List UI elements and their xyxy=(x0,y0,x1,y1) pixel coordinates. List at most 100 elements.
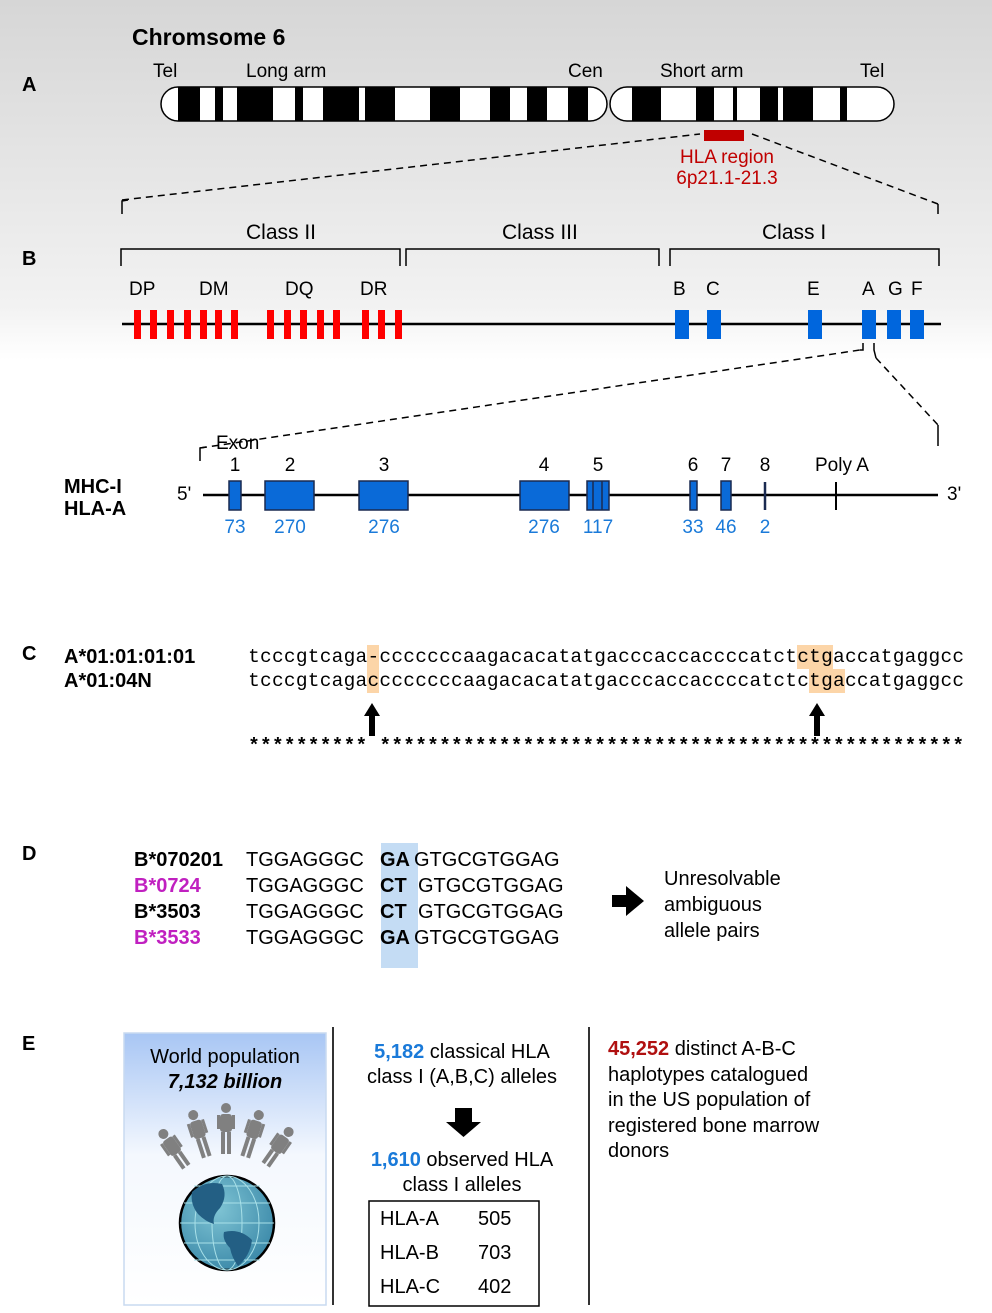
consensus-mark: * xyxy=(606,735,618,757)
nucleotide: c xyxy=(618,670,630,692)
nucleotide: c xyxy=(952,646,965,668)
consensus-mark: * xyxy=(785,735,798,757)
nucleotide: c xyxy=(940,646,953,668)
consensus-mark: * xyxy=(725,735,738,757)
consensus-mark: * xyxy=(773,735,786,757)
nucleotide: a xyxy=(749,646,762,668)
consensus-mark: * xyxy=(534,735,547,757)
exon-number: 7 xyxy=(720,455,732,476)
nucleotide: c xyxy=(260,670,272,692)
result-line: Unresolvable xyxy=(664,868,781,890)
class-i-gene-block xyxy=(707,310,721,339)
consensus-mark: * xyxy=(391,735,404,757)
nucleotide: a xyxy=(904,670,917,692)
classical-alleles: 5,182 classical HLA class I (A,B,C) alle… xyxy=(336,1040,588,1090)
chromosome-long-arm xyxy=(160,86,608,122)
nucleotide: a xyxy=(331,670,344,692)
nucleotide: a xyxy=(606,670,618,692)
nucleotide: a xyxy=(904,646,917,668)
consensus-mark: * xyxy=(928,735,941,757)
nucleotide: c xyxy=(844,646,857,668)
consensus-mark: * xyxy=(833,735,845,757)
observed-allele-count: 1,610 xyxy=(370,1149,421,1171)
nucleotide: a xyxy=(522,670,535,692)
consensus-mark: * xyxy=(892,735,905,757)
count-cell: 402 xyxy=(478,1276,512,1298)
consensus-mark: * xyxy=(331,735,344,757)
nucleotide: c xyxy=(773,646,786,668)
nucleotide: t xyxy=(307,646,320,668)
nucleotide: c xyxy=(737,670,750,692)
gene-label-e: E xyxy=(807,279,820,300)
consensus-mark: * xyxy=(594,735,607,757)
panel-label-d: D xyxy=(22,843,37,865)
haplotype-text: distinct A-B-C xyxy=(669,1038,796,1060)
consensus-mark: * xyxy=(761,735,774,757)
label-short-arm: Short arm xyxy=(660,61,744,82)
exon-number: 5 xyxy=(592,455,604,476)
hla-region-label: HLA region 6p21.1-21.3 xyxy=(674,147,780,189)
aligned-sequence: tcccgtcagaccccccccaagacacatatgacccaccacc… xyxy=(248,669,964,693)
world-population-label: World population xyxy=(150,1046,300,1068)
nucleotide: c xyxy=(844,670,857,692)
nucleotide: c xyxy=(856,646,869,668)
consensus-mark: * xyxy=(283,735,296,757)
consensus-mark: * xyxy=(510,735,523,757)
consensus-mark: * xyxy=(582,735,595,757)
nucleotide: c xyxy=(319,646,332,668)
consensus-mark: * xyxy=(439,735,451,757)
consensus-mark: * xyxy=(630,735,642,757)
gene-name: MHC-I HLA-A xyxy=(64,476,126,520)
nucleotide: c xyxy=(713,670,726,692)
consensus-mark: * xyxy=(689,735,702,757)
hla-region-marker xyxy=(704,130,744,141)
nucleotide: c xyxy=(451,670,463,692)
nucleotide: c xyxy=(403,670,416,692)
three-prime-label: 3' xyxy=(947,484,962,505)
nucleotide: c xyxy=(797,645,810,669)
exon-number: 6 xyxy=(687,455,699,476)
class-ii-gene-bar xyxy=(231,310,238,339)
nucleotide: a xyxy=(462,646,475,668)
world-population-value: 7,132 billion xyxy=(167,1071,283,1093)
nucleotide: c xyxy=(283,670,296,692)
nucleotide: c xyxy=(319,670,332,692)
consensus-mark: * xyxy=(677,735,690,757)
nucleotide: c xyxy=(403,646,416,668)
nucleotide: c xyxy=(367,669,380,693)
nucleotide: a xyxy=(570,646,583,668)
count-cell: 505 xyxy=(478,1208,512,1230)
nucleotide: g xyxy=(295,646,308,668)
class-i-gene-block xyxy=(862,310,876,339)
polymorphism-highlight xyxy=(381,843,418,968)
bracket-class-i xyxy=(669,248,940,266)
nucleotide: a xyxy=(331,646,344,668)
consensus-mark: * xyxy=(713,735,726,757)
classical-allele-text: class I (A,B,C) alleles xyxy=(366,1066,558,1088)
allele-names-c: A*01:01:01:01 A*01:04N xyxy=(64,645,195,693)
allele-name: A*01:04N xyxy=(64,670,152,692)
nucleotide: t xyxy=(558,670,571,692)
consensus-mark: * xyxy=(403,735,416,757)
allele-name: B*3503 xyxy=(134,901,201,923)
nucleotide: t xyxy=(248,646,260,668)
nucleotide: c xyxy=(952,670,965,692)
haplotype-info: 45,252 distinct A-B-C haplotypes catalog… xyxy=(608,1037,819,1165)
nucleotide: c xyxy=(797,670,809,692)
nucleotide: c xyxy=(725,670,738,692)
consensus-mark: * xyxy=(642,735,654,757)
exon-number: 1 xyxy=(229,455,241,476)
nucleotide: a xyxy=(653,670,666,692)
panel-label-c: C xyxy=(22,643,37,665)
nucleotide: c xyxy=(415,646,427,668)
class-ii-gene-bar xyxy=(333,310,340,339)
exon-4 xyxy=(519,480,570,511)
nucleotide: t xyxy=(307,670,320,692)
class-ii-gene-bar xyxy=(150,310,157,339)
nucleotide: a xyxy=(653,646,666,668)
exon-length: 117 xyxy=(582,517,614,538)
nucleotide: a xyxy=(689,670,702,692)
